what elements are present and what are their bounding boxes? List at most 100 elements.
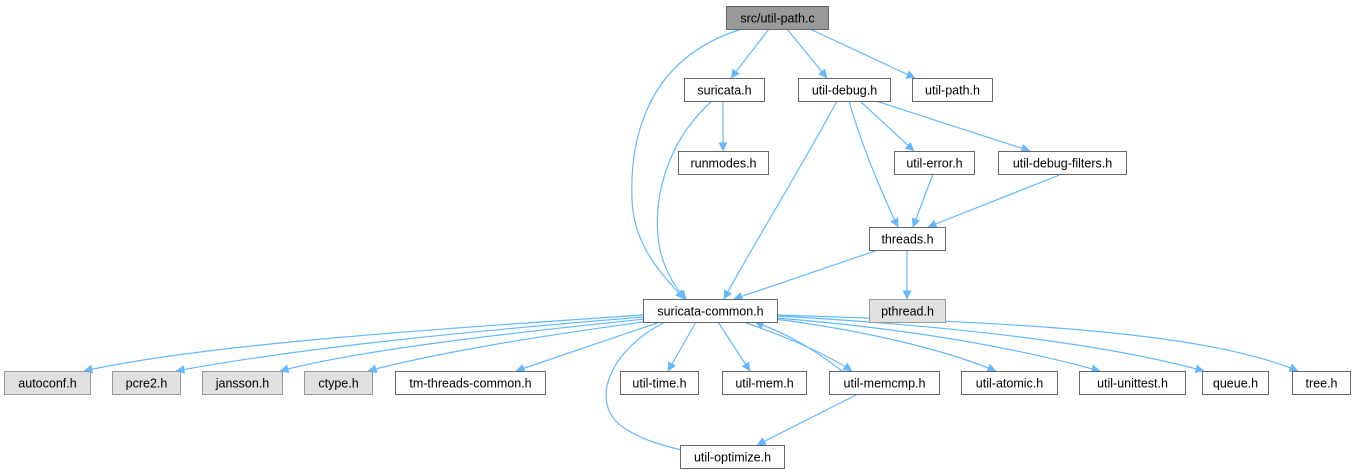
node-label: suricata.h — [697, 84, 751, 98]
node-threads-h[interactable]: threads.h — [869, 227, 946, 251]
edge-line — [927, 173, 1063, 229]
node-suricata-common-h[interactable]: suricata-common.h — [643, 299, 778, 323]
edge-threads-h-to-suricata-common-h — [733, 249, 879, 301]
node-box — [829, 371, 940, 395]
edge-suricata-common-h-to-queue-h — [776, 315, 1205, 374]
edge-line — [743, 321, 853, 372]
edge-line — [786, 28, 828, 79]
edge-util-error-h-to-threads-h — [911, 173, 934, 228]
node-label: util-debug.h — [812, 84, 877, 98]
edge-suricata-common-h-to-util-time-h — [667, 321, 697, 372]
node-box — [4, 371, 91, 395]
node-box — [961, 371, 1058, 395]
node-label: runmodes.h — [690, 157, 756, 171]
node-pcre2-h: pcre2.h — [112, 371, 181, 395]
node-box — [684, 78, 765, 102]
edge-util-debug-filters-h-to-threads-h — [927, 173, 1063, 229]
node-label: ctype.h — [318, 377, 358, 391]
node-box — [304, 371, 373, 395]
node-box — [395, 371, 546, 395]
edge-suricata-common-h-to-util-mem-h — [717, 321, 751, 372]
node-label: threads.h — [881, 233, 933, 247]
node-box — [912, 78, 993, 102]
node-label: util-optimize.h — [694, 451, 771, 465]
node-label: queue.h — [1213, 377, 1258, 391]
edge-line — [809, 28, 916, 79]
node-label: util-memcmp.h — [844, 377, 926, 391]
node-box — [722, 371, 807, 395]
node-label: util-time.h — [632, 377, 686, 391]
edge-line — [723, 100, 838, 300]
node-util-memcmp-h[interactable]: util-memcmp.h — [829, 371, 940, 395]
edge-suricata-common-h-to-util-unittest-h — [776, 317, 1101, 374]
nodes-layer: src/util-path.c suricata.h util-debug.h uti… — [4, 6, 1351, 469]
node-util-debug-h[interactable]: util-debug.h — [798, 78, 891, 102]
node-autoconf-h: autoconf.h — [4, 371, 91, 395]
edge-suricata-common-h-to-util-atomic-h — [774, 318, 997, 372]
edge-util-debug-h-to-util-error-h — [859, 100, 915, 152]
edge-line — [776, 314, 1299, 372]
edge-line — [605, 321, 691, 455]
node-box — [202, 371, 283, 395]
node-util-path-c: src/util-path.c — [726, 6, 829, 30]
node-label: util-atomic.h — [976, 377, 1043, 391]
node-box — [798, 78, 891, 102]
node-box — [1292, 371, 1351, 395]
edge-line — [754, 320, 843, 372]
edge-util-debug-h-to-suricata-common-h — [723, 100, 838, 300]
edge-line — [875, 100, 1031, 153]
node-util-unittest-h[interactable]: util-unittest.h — [1079, 371, 1186, 395]
node-util-mem-h[interactable]: util-mem.h — [722, 371, 807, 395]
node-util-atomic-h[interactable]: util-atomic.h — [961, 371, 1058, 395]
edge-line — [83, 314, 644, 374]
node-tree-h[interactable]: tree.h — [1292, 371, 1351, 395]
node-queue-h[interactable]: queue.h — [1202, 371, 1269, 395]
edge-line — [717, 321, 751, 372]
node-label: util-unittest.h — [1097, 377, 1168, 391]
node-box — [869, 299, 946, 323]
edge-line — [631, 28, 743, 300]
node-label: src/util-path.c — [740, 12, 814, 26]
node-label: util-error.h — [906, 157, 962, 171]
node-util-optimize-h[interactable]: util-optimize.h — [680, 445, 785, 469]
node-box — [678, 151, 769, 175]
edge-line — [848, 100, 899, 228]
edge-line — [175, 316, 644, 374]
edge-line — [756, 393, 859, 446]
node-label: autoconf.h — [18, 377, 76, 391]
edge-line — [667, 321, 697, 372]
edge-util-path-c-to-util-path-h — [809, 28, 916, 79]
node-box — [894, 151, 975, 175]
node-label: util-mem.h — [735, 377, 793, 391]
node-runmodes-h[interactable]: runmodes.h — [678, 151, 769, 175]
node-util-path-h[interactable]: util-path.h — [912, 78, 993, 102]
node-ctype-h: ctype.h — [304, 371, 373, 395]
node-label: util-path.h — [925, 84, 980, 98]
node-box — [726, 6, 829, 30]
node-util-time-h[interactable]: util-time.h — [620, 371, 699, 395]
edge-line — [656, 100, 713, 300]
node-pthread-h: pthread.h — [869, 299, 946, 323]
node-suricata-h[interactable]: suricata.h — [684, 78, 765, 102]
edge-suricata-common-h-to-jansson-h — [279, 318, 646, 374]
node-tm-threads-common-h[interactable]: tm-threads-common.h — [395, 371, 546, 395]
edge-util-path-c-to-suricata-h — [730, 28, 770, 79]
edge-suricata-common-h-to-tm-threads-common-h — [515, 321, 661, 373]
edge-util-debug-h-to-util-debug-filters-h — [875, 100, 1031, 153]
node-label: tree.h — [1306, 377, 1338, 391]
node-box — [620, 371, 699, 395]
edge-line — [911, 173, 934, 228]
node-box — [1202, 371, 1269, 395]
node-label: pthread.h — [881, 305, 934, 319]
node-util-debug-filters-h[interactable]: util-debug-filters.h — [998, 151, 1127, 175]
node-label: jansson.h — [215, 377, 270, 391]
edge-line — [279, 318, 646, 374]
edge-line — [776, 315, 1205, 374]
node-util-error-h[interactable]: util-error.h — [894, 151, 975, 175]
edge-util-memcmp-h-to-util-optimize-h — [756, 393, 859, 446]
node-box — [680, 445, 785, 469]
node-box — [643, 299, 778, 323]
edge-util-path-c-to-util-debug-h — [786, 28, 828, 79]
edge-line — [367, 320, 651, 374]
edge-line — [859, 100, 915, 152]
